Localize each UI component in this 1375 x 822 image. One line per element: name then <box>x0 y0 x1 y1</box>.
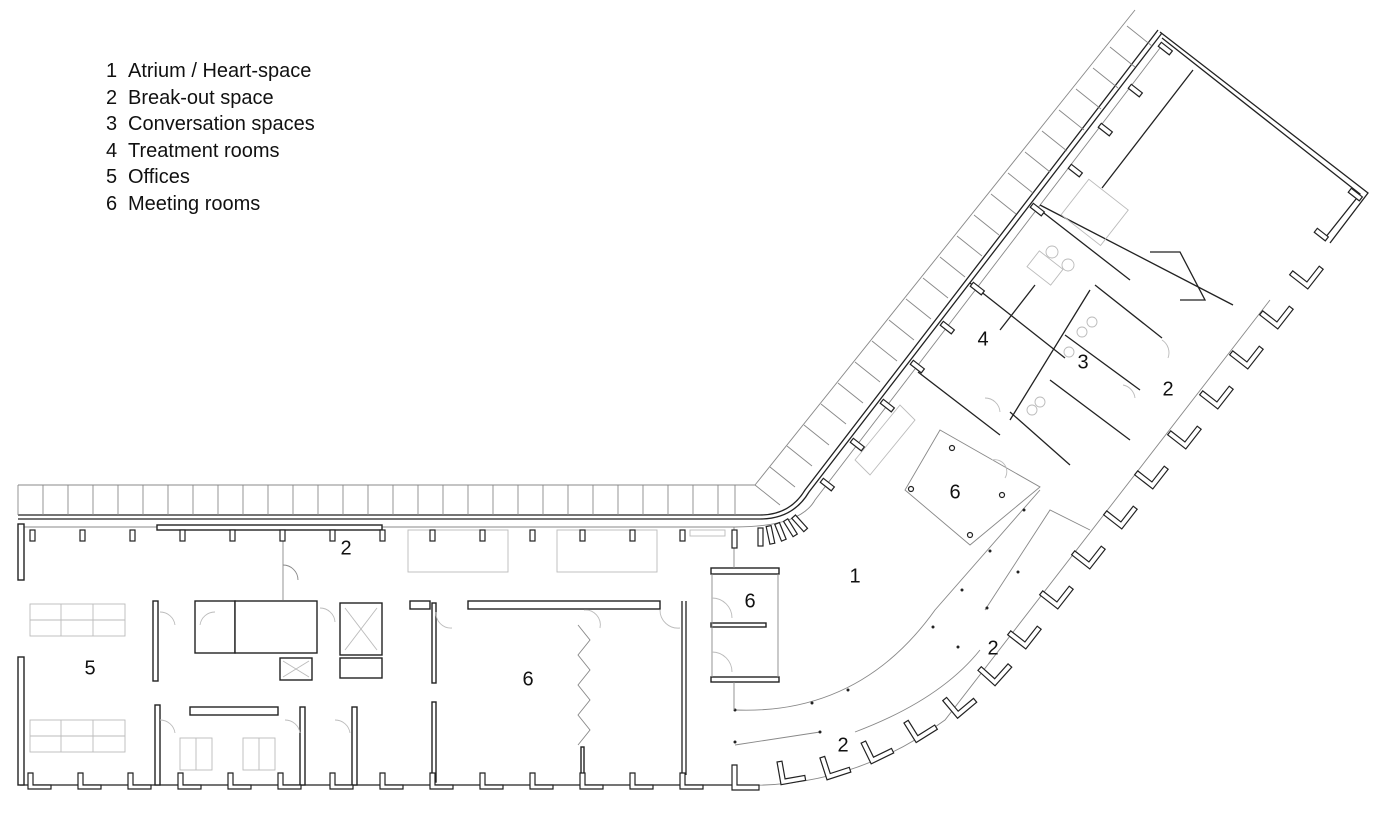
label-breakout-top-left: 2 <box>340 537 351 559</box>
label-meeting-angled: 6 <box>949 481 960 503</box>
label-atrium: 1 <box>849 565 860 587</box>
room-meeting-small <box>710 527 780 710</box>
room-treatment-conversation <box>917 282 1170 466</box>
label-treatment: 4 <box>977 328 988 350</box>
facade-grid-horizontal <box>17 484 760 528</box>
service-core <box>152 600 383 786</box>
room-northeast <box>1026 31 1369 306</box>
horizontal-wing-rooms <box>17 523 780 786</box>
columns-curve <box>776 265 1325 786</box>
label-breakout-right: 2 <box>1162 378 1173 400</box>
atrium-boundaries <box>733 489 1091 746</box>
facade-curved-outer <box>734 299 1271 786</box>
label-meeting-large: 6 <box>522 668 533 690</box>
room-meeting-large <box>409 600 687 783</box>
columns-south <box>27 764 760 791</box>
label-conversation: 3 <box>1077 351 1088 373</box>
room-labels: 1 2 2 2 2 3 4 5 6 6 6 <box>84 328 1173 756</box>
columns-diagonal <box>819 41 1364 492</box>
label-meeting-small: 6 <box>744 590 755 612</box>
facade-grid-diagonal <box>734 9 1163 528</box>
label-breakout-curve-low: 2 <box>837 734 848 756</box>
office-desks <box>29 603 276 771</box>
columns-north <box>29 514 809 549</box>
label-offices: 5 <box>84 657 95 679</box>
room-meeting-angled <box>854 404 1041 546</box>
label-breakout-curve-mid: 2 <box>987 637 998 659</box>
